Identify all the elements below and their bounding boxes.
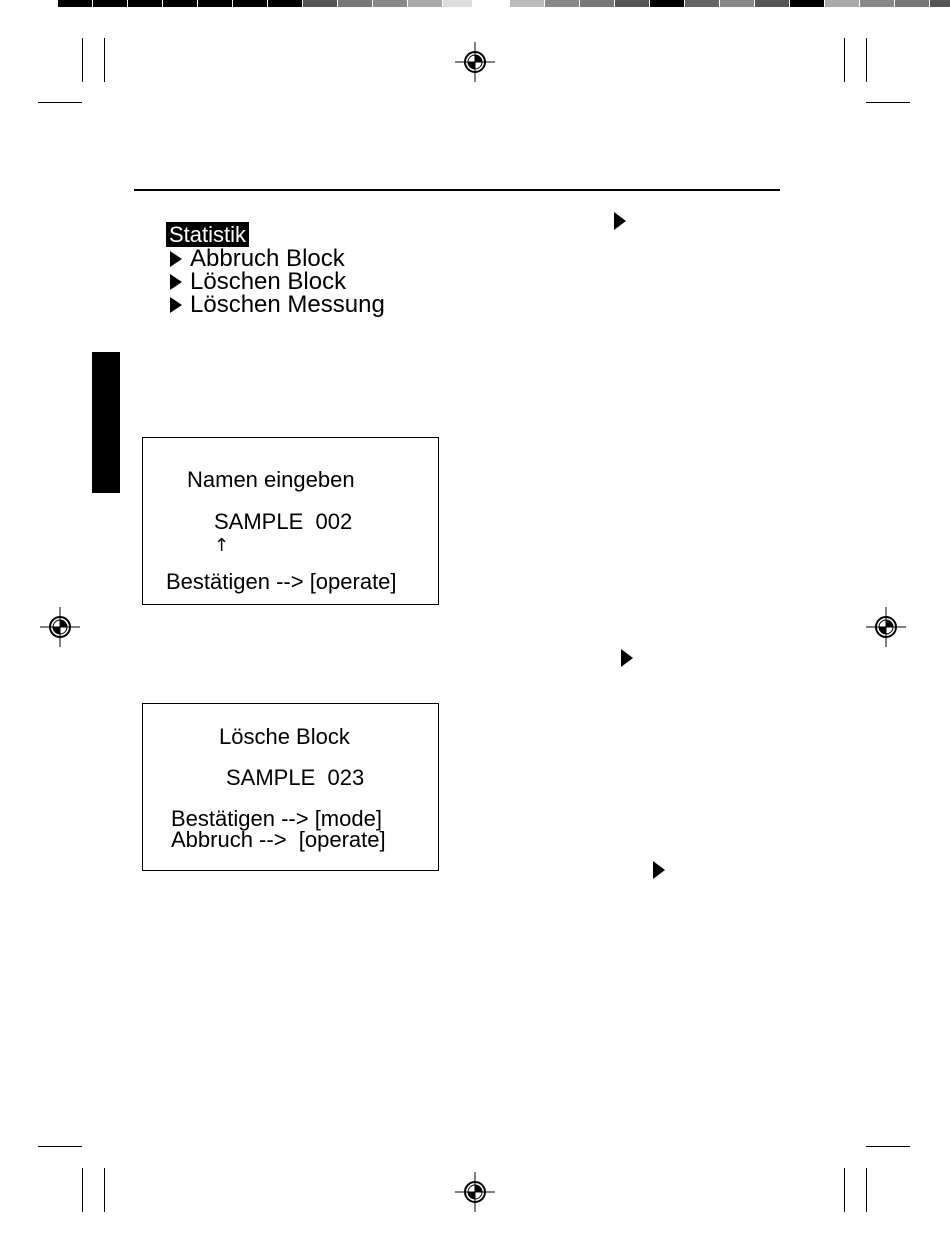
color-bar-segment xyxy=(895,0,930,7)
color-bar-segment xyxy=(408,0,443,7)
registration-mark-left xyxy=(40,607,80,647)
color-bar-segment xyxy=(580,0,615,7)
display-confirm-instruction: Bestätigen --> [operate] xyxy=(166,570,397,594)
color-bar-right xyxy=(510,0,950,7)
color-bar-segment xyxy=(755,0,790,7)
display-cancel-instruction: Abbruch --> [operate] xyxy=(171,828,386,852)
color-bar-segment xyxy=(163,0,198,7)
menu-title: Statistik xyxy=(166,222,249,247)
crop-mark xyxy=(82,1168,83,1212)
color-bar-segment xyxy=(930,0,950,7)
color-bar-left xyxy=(58,0,473,7)
menu-item-label: Abbruch Block xyxy=(190,247,345,270)
display-heading: Lösche Block xyxy=(219,725,350,749)
crop-mark xyxy=(866,38,867,82)
color-bar-segment xyxy=(93,0,128,7)
crop-mark xyxy=(38,102,82,103)
crop-mark xyxy=(866,1146,910,1147)
menu-item-abort-block: Abbruch Block xyxy=(166,247,385,270)
header-rule xyxy=(134,189,780,191)
registration-mark-right xyxy=(866,607,906,647)
crop-mark xyxy=(844,38,845,82)
color-bar-segment xyxy=(790,0,825,7)
triangle-right-icon xyxy=(614,212,626,230)
triangle-right-icon xyxy=(170,274,182,290)
side-language-tab xyxy=(92,352,120,493)
crop-mark xyxy=(104,38,105,82)
cursor-arrow-icon: ↑ xyxy=(214,534,229,558)
display-delete-block: Lösche Block SAMPLE 023 Bestätigen --> [… xyxy=(142,703,439,871)
crop-mark xyxy=(866,102,910,103)
color-bar-segment xyxy=(685,0,720,7)
color-bar-segment xyxy=(510,0,545,7)
crop-mark xyxy=(844,1168,845,1212)
color-bar-segment xyxy=(825,0,860,7)
color-bar-segment xyxy=(443,0,473,7)
display-sample-value: SAMPLE 002 xyxy=(214,510,352,534)
menu-item-label: Löschen Block xyxy=(190,270,346,293)
registration-mark-bottom xyxy=(455,1172,495,1212)
color-bar-segment xyxy=(720,0,755,7)
color-bar-segment xyxy=(860,0,895,7)
color-bar-segment xyxy=(545,0,580,7)
triangle-right-icon xyxy=(170,297,182,313)
color-bar-segment xyxy=(128,0,163,7)
display-sample-value: SAMPLE 023 xyxy=(226,766,364,790)
registration-mark-top xyxy=(455,42,495,82)
crop-mark xyxy=(104,1168,105,1212)
display-name-entry: Namen eingeben SAMPLE 002 ↑ Bestätigen -… xyxy=(142,437,439,605)
color-bar-segment xyxy=(338,0,373,7)
statistics-menu: Statistik Abbruch Block Löschen Block Lö… xyxy=(166,222,385,316)
color-bar-segment xyxy=(373,0,408,7)
color-bar-segment xyxy=(268,0,303,7)
crop-mark xyxy=(82,38,83,82)
color-bar-segment xyxy=(650,0,685,7)
menu-item-delete-measurement: Löschen Messung xyxy=(166,293,385,316)
triangle-right-icon xyxy=(653,861,665,879)
menu-item-label: Löschen Messung xyxy=(190,293,385,316)
crop-mark xyxy=(38,1146,82,1147)
triangle-right-icon xyxy=(170,251,182,267)
display-heading: Namen eingeben xyxy=(187,468,355,492)
color-bar-segment xyxy=(198,0,233,7)
menu-item-delete-block: Löschen Block xyxy=(166,270,385,293)
color-bar-segment xyxy=(303,0,338,7)
crop-mark xyxy=(866,1168,867,1212)
triangle-right-icon xyxy=(621,649,633,667)
color-bar-segment xyxy=(58,0,93,7)
color-bar-segment xyxy=(615,0,650,7)
color-bar-segment xyxy=(233,0,268,7)
